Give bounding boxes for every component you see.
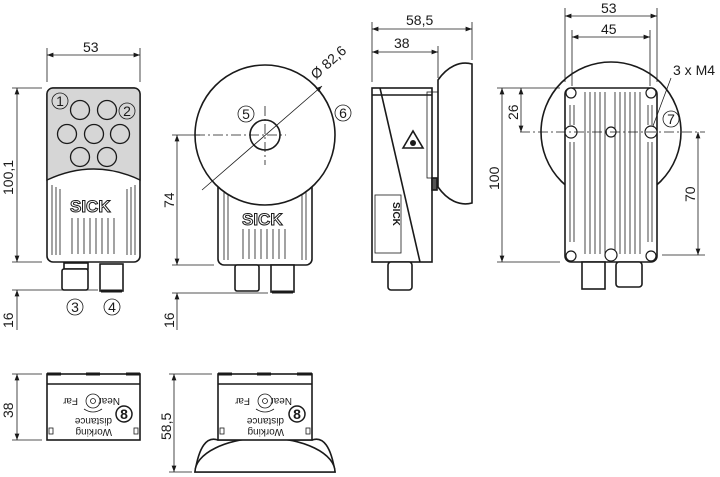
dim-hole-spacing: 45: [601, 21, 617, 37]
svg-text:8: 8: [120, 406, 128, 422]
dim-center-height: 74: [161, 192, 177, 208]
svg-text:distance: distance: [246, 415, 284, 426]
lens-view: SICK Ø 82,6 74 16 5 6: [161, 42, 352, 330]
dim-depth-58: 58,5: [158, 413, 174, 440]
svg-text:8: 8: [293, 406, 301, 422]
mounting-holes: [564, 87, 658, 262]
connector-4: [99, 263, 124, 293]
back-view: 53 45 100 26 70 3 x M4 7: [486, 0, 715, 290]
led-array: [56, 99, 131, 168]
callout-8: 8: [115, 405, 133, 423]
brand-logo-side: SICK: [390, 202, 401, 227]
svg-text:4: 4: [108, 299, 116, 315]
callout-7: 7: [662, 110, 680, 128]
dim-width: 53: [83, 39, 99, 55]
callout-1: 1: [51, 92, 69, 110]
callout-3: 3: [66, 298, 84, 316]
svg-text:6: 6: [339, 105, 347, 121]
dim-depth-38: 38: [0, 402, 16, 418]
svg-text:distance: distance: [74, 415, 112, 426]
svg-text:3: 3: [71, 299, 79, 315]
svg-text:2: 2: [123, 103, 131, 119]
cooling-ribs: [51, 185, 136, 255]
svg-text:1: 1: [56, 93, 64, 109]
connector-3b: [234, 264, 260, 292]
dim-total-depth: 58,5: [406, 12, 433, 28]
rear-ribs: [569, 92, 653, 254]
connector-3: [61, 262, 89, 291]
connector-4b: [270, 264, 295, 294]
svg-text:7: 7: [667, 111, 675, 127]
thread-label: 3 x M4: [673, 62, 715, 78]
dim-body-depth: 38: [394, 35, 410, 51]
dim-height: 100,1: [0, 160, 16, 195]
svg-text:Far: Far: [62, 395, 78, 406]
dim-back-width: 53: [601, 0, 617, 16]
dim-connector-2: 16: [161, 312, 177, 328]
top-view-small: Far Near distance Working 8 38: [0, 372, 141, 441]
svg-text:Near: Near: [270, 395, 292, 406]
svg-text:Far: Far: [234, 395, 250, 406]
front-view: SICK 53 100,1 16 1 2 3 4: [0, 39, 141, 330]
laser-warning-icon: [401, 129, 425, 149]
svg-text:Near: Near: [98, 395, 120, 406]
callout-5: 5: [237, 105, 255, 123]
dim-top-offset: 26: [505, 104, 521, 120]
svg-text:5: 5: [242, 106, 250, 122]
callout-4: 4: [103, 298, 121, 316]
dim-back-height: 100: [486, 166, 502, 190]
focus-knob-icon-2: [257, 393, 273, 409]
dim-connector: 16: [0, 312, 16, 328]
callout-6: 6: [334, 104, 352, 122]
dim-hole-distance: 70: [682, 186, 698, 202]
dim-diameter: Ø 82,6: [307, 42, 349, 82]
callout-2: 2: [118, 102, 136, 120]
brand-logo: SICK: [70, 197, 111, 216]
top-view-large: Far Near distance Working 8 58,5: [158, 372, 336, 473]
callout-8b: 8: [288, 405, 306, 423]
side-view: SICK 58,5 38: [371, 12, 473, 291]
svg-text:Working: Working: [76, 426, 113, 437]
focus-knob-icon: [85, 393, 101, 409]
svg-text:Working: Working: [248, 426, 285, 437]
brand-logo-lens: SICK: [242, 210, 283, 229]
